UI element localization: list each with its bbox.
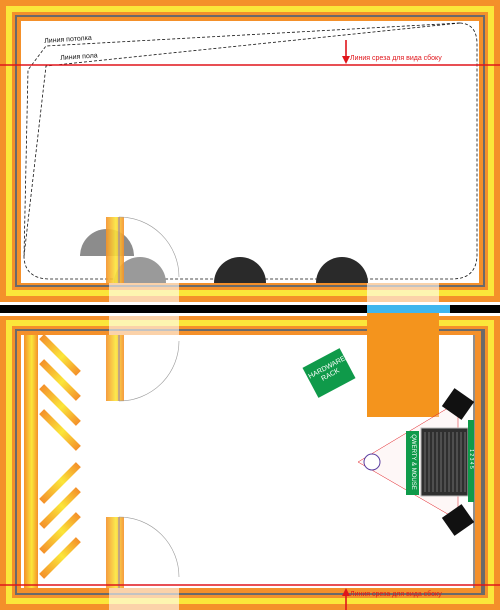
- grey-dome: [114, 257, 166, 283]
- upper-door-swing: [118, 340, 180, 402]
- diffuser-panel: [39, 384, 81, 426]
- top-cutout-right: [367, 283, 439, 302]
- listener-position: [363, 453, 381, 471]
- diffuser-panel: [39, 512, 81, 554]
- section-divider: [0, 305, 500, 313]
- diffuser-panel: [39, 487, 81, 529]
- bottom-cut-arrow-head: [342, 588, 350, 596]
- keyboard-mouse: [406, 431, 419, 495]
- monitor-strip: [468, 420, 474, 502]
- hardware-rack: [302, 348, 356, 398]
- console-faders: [424, 432, 466, 492]
- diffuser-panel: [39, 359, 81, 401]
- monitor-speaker-bottom: [441, 504, 475, 536]
- bottom-cutout-left-bottom: [109, 588, 179, 610]
- top-door-swing: [118, 216, 180, 278]
- diffuser-panel: [39, 409, 81, 451]
- monitor-speaker-top: [441, 388, 475, 420]
- bottom-view: [0, 313, 500, 610]
- left-absorber-strip: [24, 335, 38, 588]
- diffuser-panels: [39, 334, 81, 579]
- floor-line: [23, 22, 461, 257]
- blue-opening: [367, 305, 450, 313]
- bottom-cutout-left: [109, 316, 179, 335]
- monitor-strip-label: 1 2 3 4 5: [468, 449, 474, 469]
- top-door-panel: [106, 217, 124, 283]
- ceiling-line: [23, 22, 478, 280]
- top-view: [0, 0, 500, 302]
- diffuser-panel: [39, 537, 81, 579]
- dark-dome-1: [214, 257, 266, 283]
- upper-door-panel: [106, 335, 124, 401]
- dark-dome-2: [316, 257, 368, 283]
- top-cut-line-label: Линия среза для вида сбоку: [350, 55, 442, 62]
- bottom-cut-line-label: Линия среза для вида сбоку: [350, 591, 442, 598]
- diffuser-panel: [39, 462, 81, 504]
- orange-block: [367, 313, 439, 417]
- top-cut-arrow-head: [342, 56, 350, 64]
- lower-door-panel: [106, 517, 124, 588]
- lower-door-swing: [118, 516, 180, 578]
- diffuser-panel: [39, 334, 81, 376]
- keyboard-mouse-label: QWERTY & MOUSE: [410, 434, 416, 490]
- top-cutout-left: [109, 283, 179, 302]
